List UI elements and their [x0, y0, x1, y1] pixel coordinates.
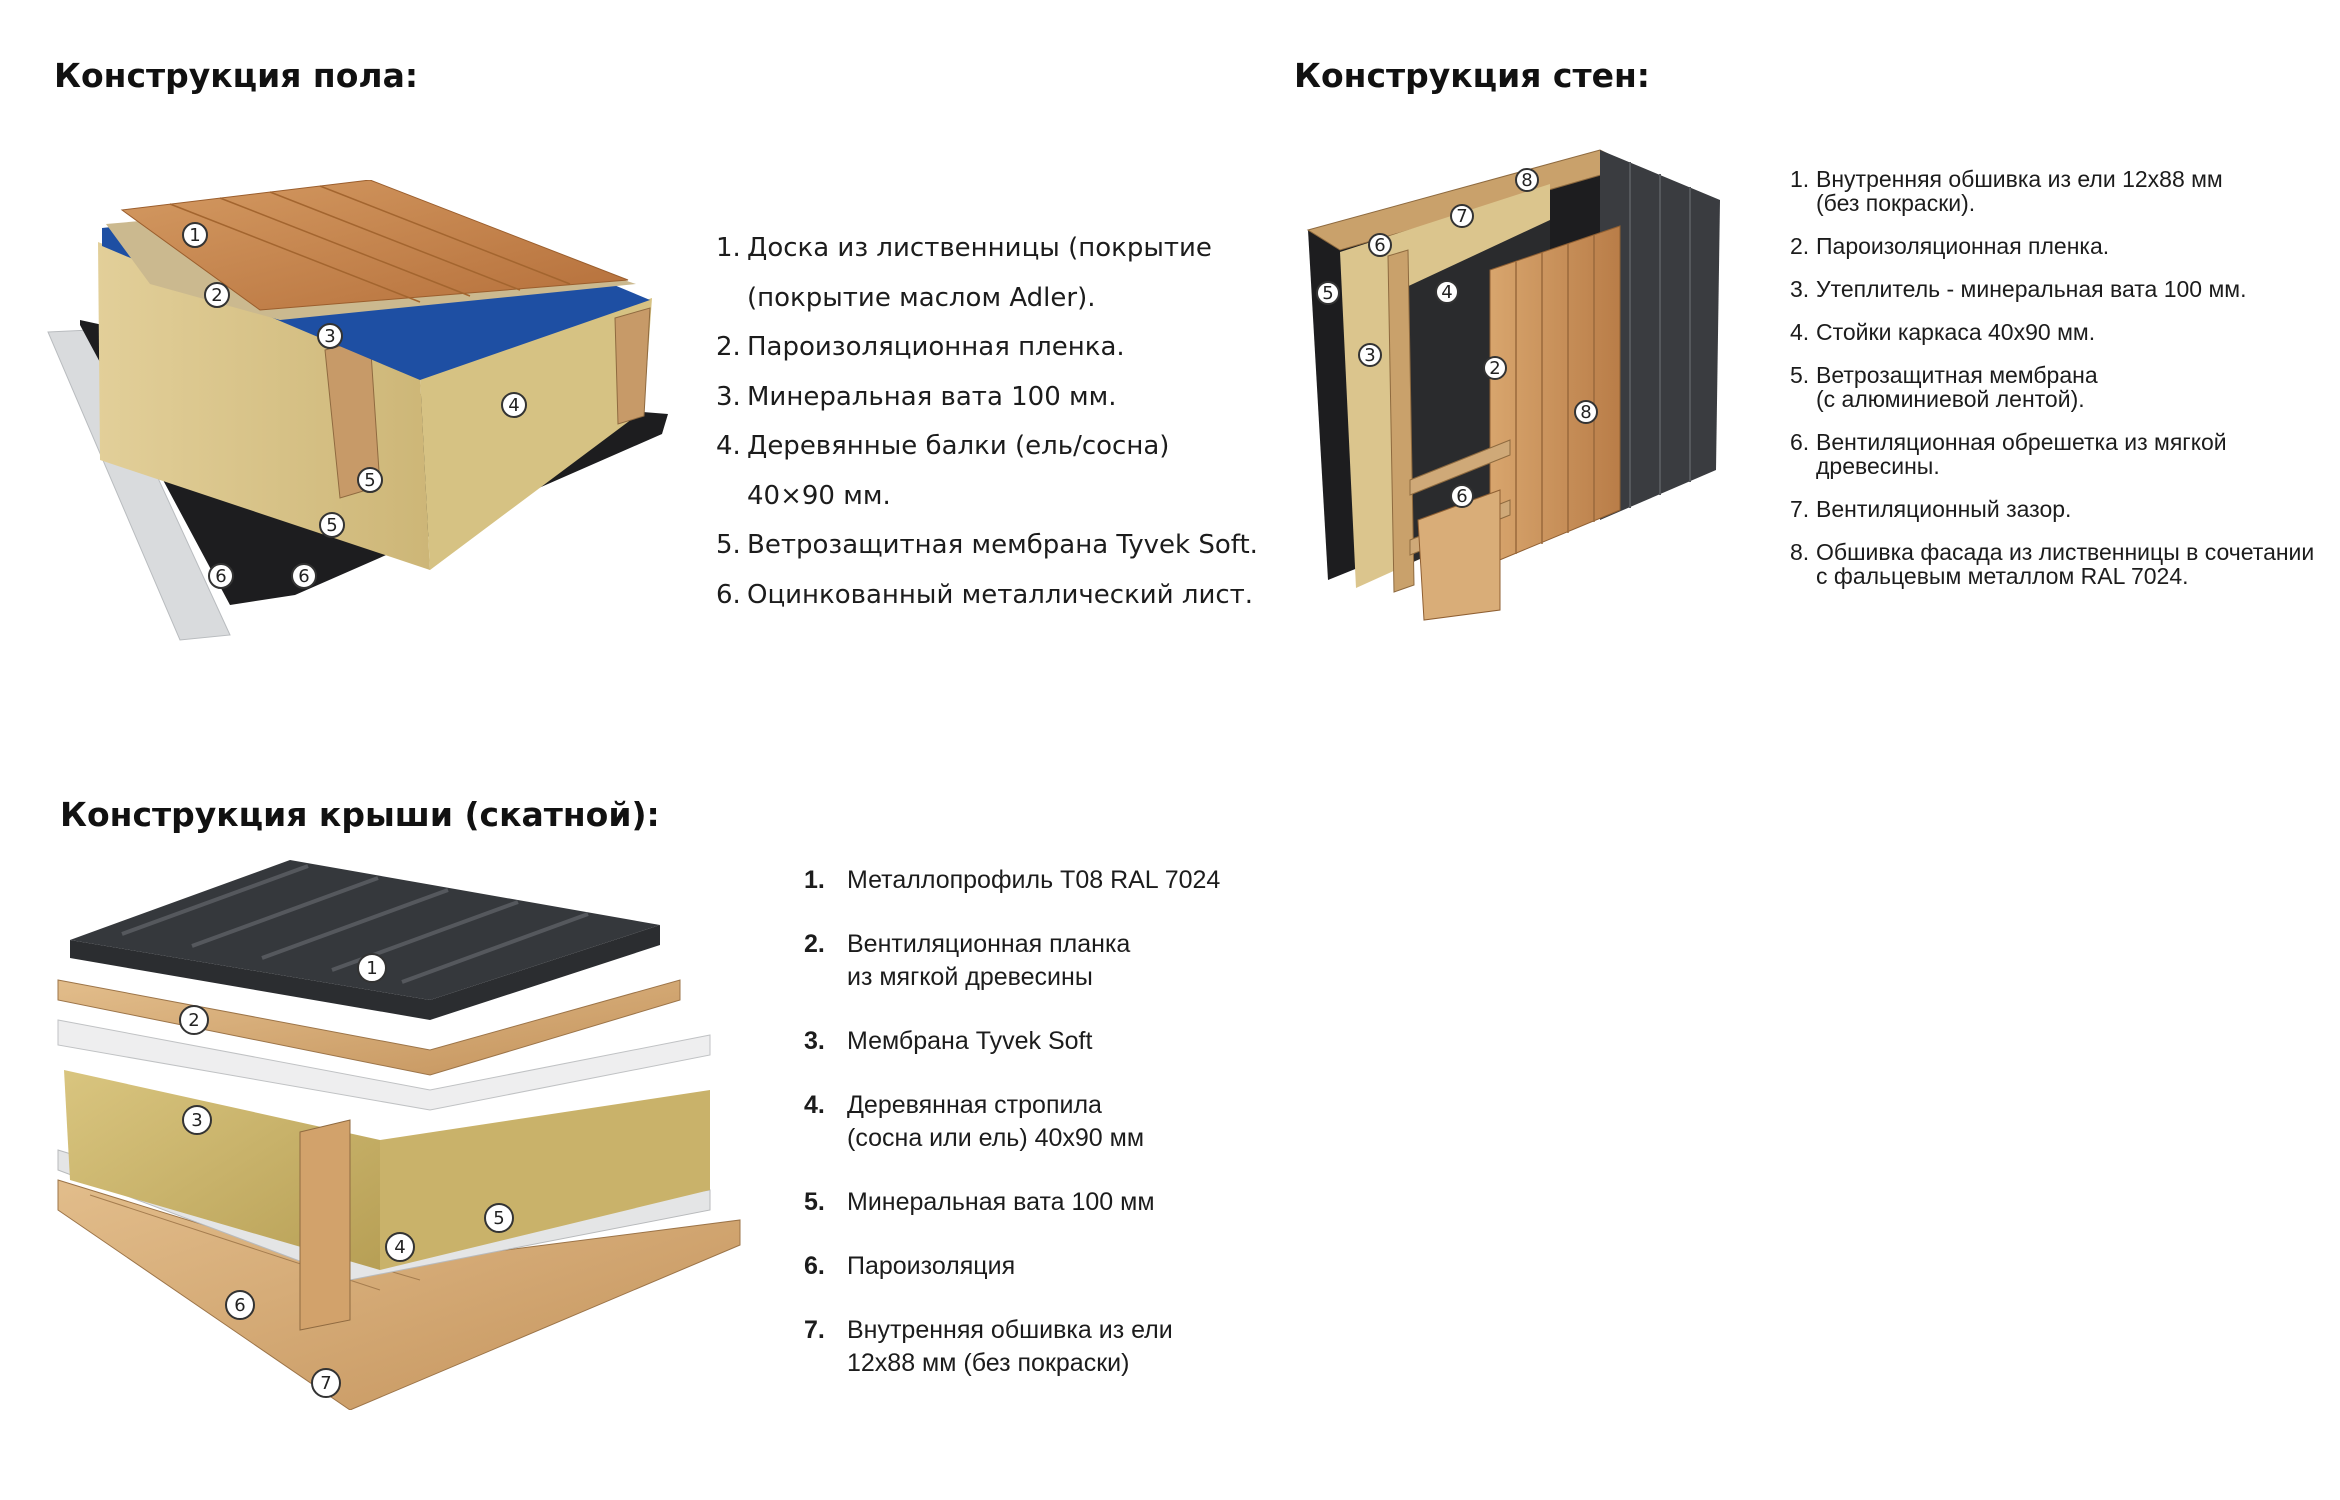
wall-title: Конструкция стен: [1294, 56, 1650, 95]
wall-marker-6-top: 6 [1368, 233, 1392, 257]
svg-text:2: 2 [1489, 358, 1500, 379]
wall-marker-6: 6 [1450, 484, 1474, 508]
wall-marker-2: 2 [1483, 356, 1507, 380]
wall-illustration: 8 7 6 5 4 3 2 8 6 [1300, 140, 1740, 640]
wall-legend-item: 5.Ветрозащитная мембрана (с алюминиевой … [1790, 362, 2098, 412]
wall-marker-7: 7 [1450, 204, 1474, 228]
svg-text:7: 7 [1456, 206, 1467, 227]
svg-text:6: 6 [1374, 235, 1385, 256]
svg-text:4: 4 [508, 395, 519, 416]
roof-legend-item: 6.Пароизоляция [804, 1252, 1016, 1280]
wall-marker-5: 5 [1316, 281, 1340, 305]
roof-legend-item: 7.Внутренняя обшивка из ели 12х88 мм (бе… [804, 1316, 1173, 1377]
roof-membrane-layer [57, 1019, 711, 1111]
wall-diagram: 8 7 6 5 4 3 2 8 6 [1306, 149, 1720, 621]
svg-text:5: 5 [364, 470, 375, 491]
svg-text:5: 5 [493, 1208, 504, 1229]
floor-legend-item: 6.Оцинкованный металлический лист. [716, 579, 1254, 610]
wall-legend: 1.Внутренняя обшивка из ели 12х88 мм (бе… [1790, 167, 2340, 607]
wall-marker-8: 8 [1574, 400, 1598, 424]
wall-legend-item: 7.Вентиляционный зазор. [1790, 496, 2072, 522]
svg-text:7: 7 [320, 1373, 331, 1394]
wall-larch-facade [1489, 225, 1621, 565]
roof-legend-item: 1.Металлопрофиль Т08 RAL 7024 [804, 866, 1221, 894]
roof-legend-item: 4.Деревянная стропила (сосна или ель) 40… [804, 1091, 1145, 1152]
floor-marker-6b: 6 [291, 563, 317, 589]
roof-marker-2: 2 [179, 1005, 209, 1035]
wall-marker-3: 3 [1358, 343, 1382, 367]
roof-diagram: 1 2 3 4 5 6 7 [57, 860, 741, 1410]
wall-legend-item: 2.Пароизоляционная пленка. [1790, 233, 2110, 259]
floor-marker-3: 3 [317, 323, 343, 349]
svg-text:6: 6 [215, 566, 226, 587]
floor-marker-4: 4 [501, 392, 527, 418]
roof-legend: 1.Металлопрофиль Т08 RAL 7024 2.Вентиляц… [804, 864, 1220, 1411]
roof-marker-4: 4 [385, 1232, 415, 1262]
wall-stud [1387, 249, 1415, 593]
wall-vent-batten [1409, 439, 1511, 496]
wall-legend-item: 1.Внутренняя обшивка из ели 12х88 мм (бе… [1790, 166, 2223, 216]
roof-marker-7: 7 [311, 1368, 341, 1398]
roof-marker-1: 1 [357, 953, 387, 983]
svg-text:6: 6 [234, 1295, 245, 1316]
floor-marker-1: 1 [182, 222, 208, 248]
roof-illustration: 1 2 3 4 5 6 7 [50, 850, 750, 1410]
floor-insulation-side [420, 298, 652, 570]
svg-text:4: 4 [394, 1237, 405, 1258]
wall-legend-item: 8.Обшивка фасада из лиственницы в сочета… [1790, 539, 2315, 589]
svg-text:3: 3 [191, 1110, 202, 1131]
floor-legend: 1.Доска из лиственницы (покрытие (покрыт… [716, 224, 1258, 620]
wall-marker-4: 4 [1435, 280, 1459, 304]
floor-marker-6a: 6 [208, 563, 234, 589]
roof-insulation-side [380, 1090, 710, 1270]
roof-vent-batten-layer [57, 979, 681, 1076]
floor-diagram: 1 2 3 4 5 5 6 6 [47, 180, 668, 641]
floor-legend-item: 2.Пароизоляционная пленка. [716, 332, 1125, 362]
floor-legend-item: 1.Доска из лиственницы (покрытие (покрыт… [716, 233, 1212, 313]
roof-metal-profile-front [70, 925, 660, 1020]
roof-legend-item: 3.Мембрана Tyvek Soft [804, 1027, 1093, 1055]
roof-marker-3: 3 [182, 1105, 212, 1135]
roof-legend-item: 2.Вентиляционная планка из мягкой древес… [804, 930, 1131, 991]
floor-title: Конструкция пола: [54, 56, 419, 95]
svg-text:4: 4 [1441, 282, 1452, 303]
svg-text:2: 2 [188, 1010, 199, 1031]
roof-marker-6: 6 [225, 1290, 255, 1320]
wall-legend-item: 4.Стойки каркаса 40х90 мм. [1790, 319, 2096, 345]
floor-legend-item: 4.Деревянные балки (ель/сосна) 40×90 мм. [716, 431, 1170, 511]
svg-text:3: 3 [324, 326, 335, 347]
wall-marker-8-top: 8 [1515, 168, 1539, 192]
floor-legend-item: 5.Ветрозащитная мембрана Tyvek Soft. [716, 530, 1258, 560]
floor-boards-layer [120, 180, 629, 311]
floor-marker-5a: 5 [357, 467, 383, 493]
floor-metal-sheet-layer [47, 329, 231, 641]
wall-legend-item: 6.Вентиляционная обрешетка из мягкой дре… [1790, 429, 2227, 479]
svg-text:6: 6 [298, 566, 309, 587]
svg-text:6: 6 [1456, 486, 1467, 507]
floor-illustration: 1 2 3 4 5 5 6 6 [40, 180, 680, 650]
floor-beam-right [614, 307, 651, 425]
svg-text:5: 5 [326, 515, 337, 536]
svg-text:2: 2 [211, 285, 222, 306]
wall-legend-item: 3.Утеплитель - минеральная вата 100 мм. [1790, 276, 2247, 302]
roof-marker-5: 5 [484, 1203, 514, 1233]
svg-text:8: 8 [1580, 402, 1591, 423]
svg-text:1: 1 [366, 958, 377, 979]
roof-rafter [299, 1119, 351, 1331]
roof-legend-item: 5.Минеральная вата 100 мм [804, 1188, 1155, 1216]
svg-text:3: 3 [1364, 345, 1375, 366]
svg-text:1: 1 [189, 225, 200, 246]
roof-metal-profile-top [70, 860, 660, 1000]
roof-title: Конструкция крыши (скатной): [60, 795, 660, 834]
svg-text:5: 5 [1322, 283, 1333, 304]
floor-marker-2: 2 [204, 282, 230, 308]
svg-text:8: 8 [1521, 170, 1532, 191]
floor-legend-item: 3.Минеральная вата 100 мм. [716, 381, 1117, 412]
floor-marker-5b: 5 [319, 512, 345, 538]
